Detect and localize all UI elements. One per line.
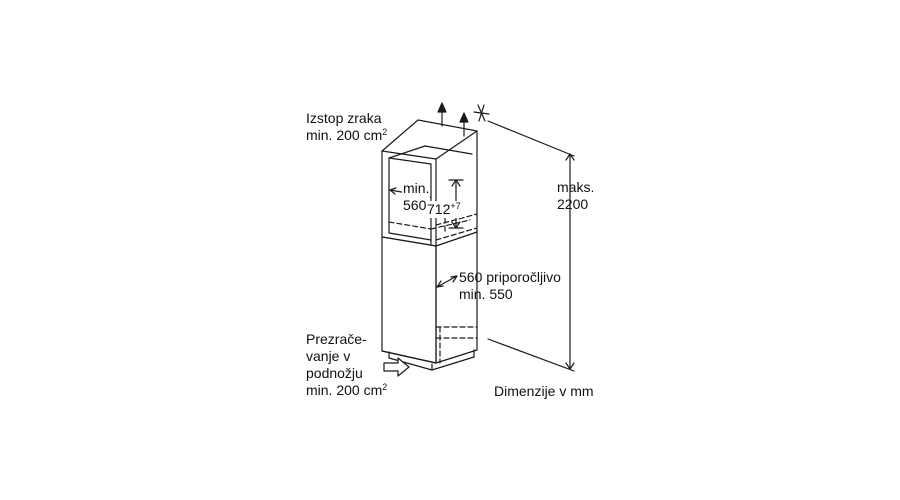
total-height-dimension [487,120,575,372]
appliance-body [381,231,478,371]
air-outlet-label: Izstop zraka min. 200 cm2 [306,110,388,143]
air-outlet-arrow-icon [459,112,469,137]
hidden-lines [388,213,478,364]
units-note: Dimenzije v mm [494,383,594,399]
depth-dimension [436,275,458,288]
depth-label: 560 priporočljivo min. 550 [459,269,561,302]
niche-height-label: 712+7 [426,201,462,218]
ventilation-symbol-icon [473,104,490,122]
plinth-ventilation-label: Prezrače- vanje v podnožju min. 200 cm2 [306,331,388,398]
niche-width-label: min. 560 [402,180,431,214]
plinth-airflow-arrow-icon [383,357,410,377]
air-outlet-arrow-icon [437,102,447,127]
total-height-label: maks. 2200 [557,179,595,212]
